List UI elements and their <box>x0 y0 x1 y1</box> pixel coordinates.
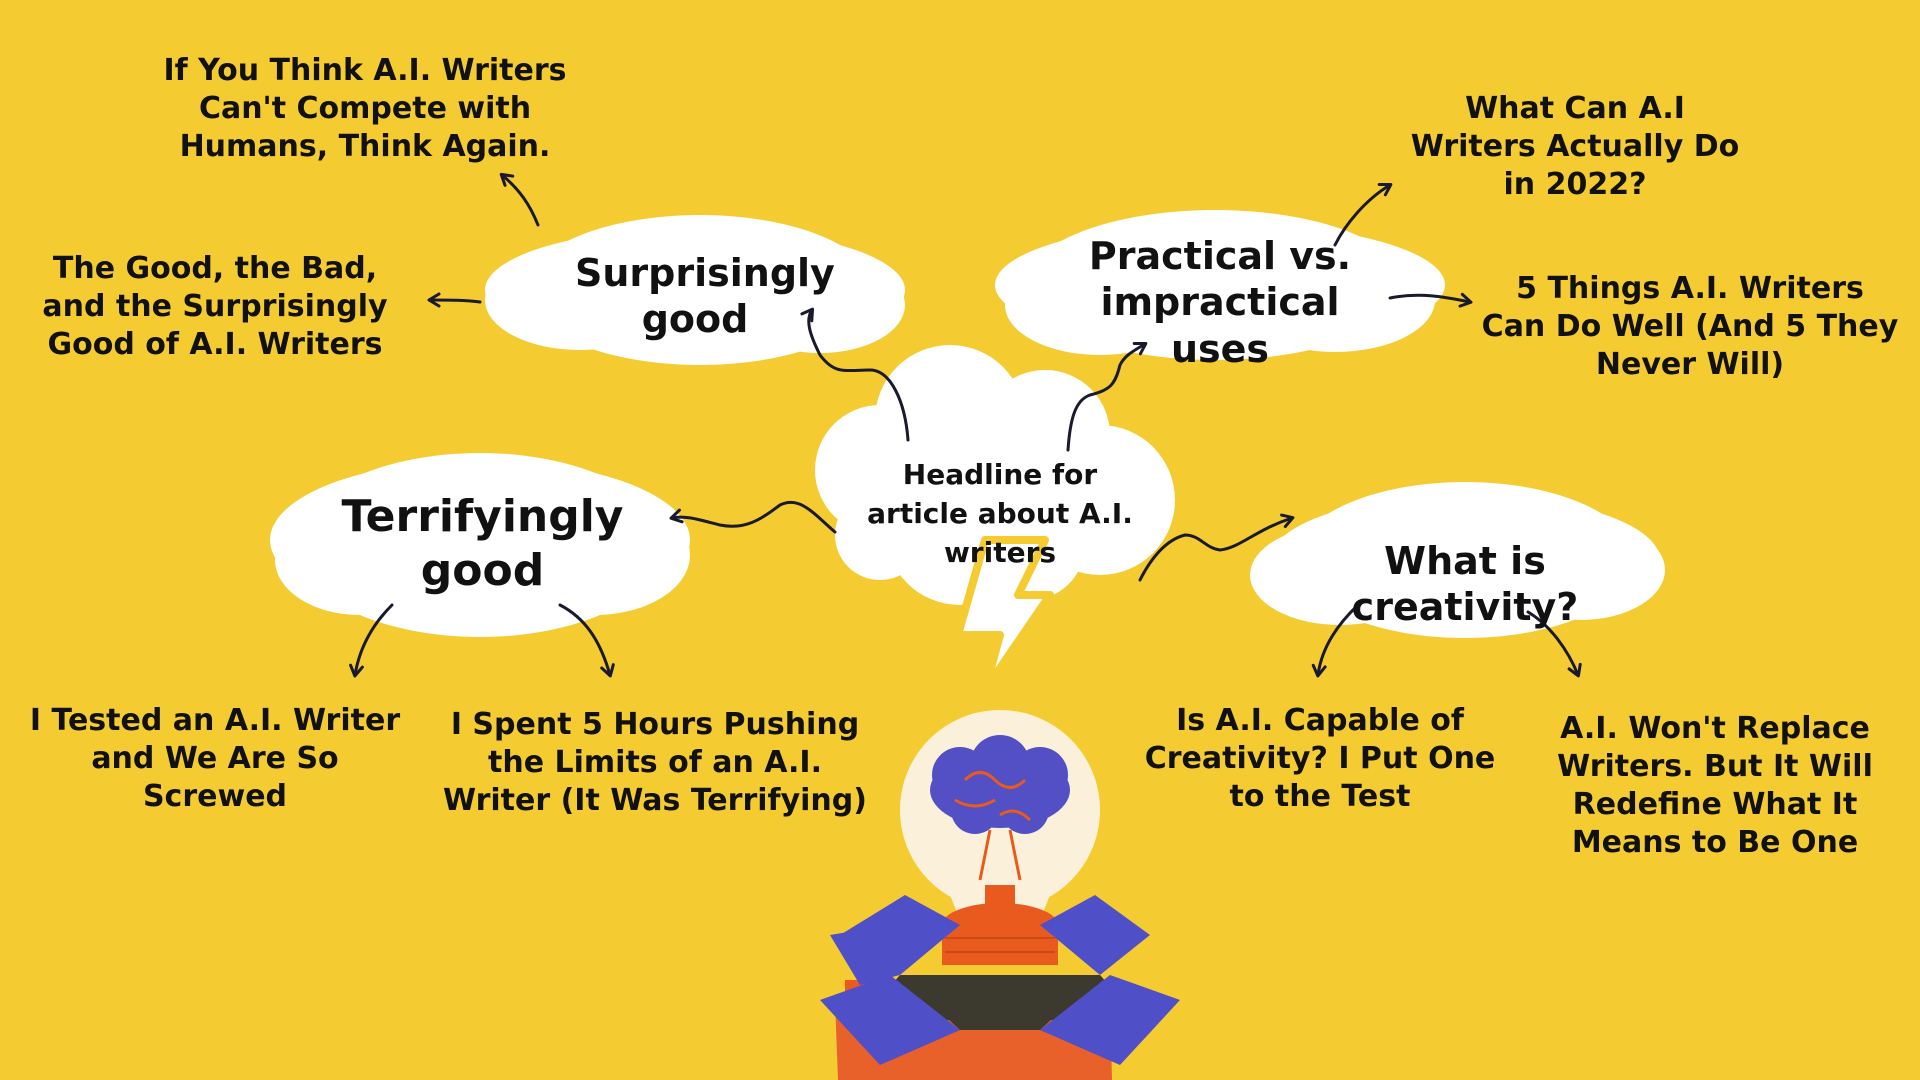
headline-five-things: 5 Things A.I. Writers Can Do Well (And 5… <box>1481 271 1899 383</box>
arrow-terrifyingly-to-spent <box>558 603 615 678</box>
connector-arrows <box>349 172 1582 678</box>
cloud-terrifyingly-good <box>270 453 690 637</box>
arrow-surprisingly-to-think-again <box>499 172 540 227</box>
arrow-practical-to-five-things <box>1388 292 1473 308</box>
arrow-creativity-to-capable <box>1311 603 1360 678</box>
lightbulb-in-box-icon <box>820 710 1180 1080</box>
arrow-practical-to-what-can <box>1333 182 1393 247</box>
arrow-center-to-practical <box>1066 341 1148 452</box>
topic-terrifyingly-good: Terrifyingly good <box>341 491 624 596</box>
arrow-center-to-creativity <box>1138 513 1295 582</box>
cloud-practical <box>995 210 1445 360</box>
cloud-creativity <box>1250 482 1665 638</box>
arrow-center-to-surprisingly <box>800 307 910 442</box>
arrow-center-to-terrifyingly <box>669 500 837 534</box>
lightning-bolt-icon <box>954 536 1054 694</box>
headline-good-bad: The Good, the Bad, and the Surprisingly … <box>42 251 388 363</box>
headline-wont-replace: A.I. Won't Replace Writers. But It Will … <box>1557 711 1873 861</box>
central-headline: Headline for article about A.I. writers <box>867 458 1133 570</box>
headline-spent-5-hours: I Spent 5 Hours Pushing the Limits of an… <box>443 707 867 819</box>
cloud-surprisingly-good <box>485 215 905 365</box>
arrow-terrifyingly-to-tested <box>349 603 394 678</box>
topic-practical-uses: Practical vs. impractical uses <box>1088 234 1352 371</box>
topic-what-is-creativity: What is creativity? <box>1351 539 1579 630</box>
brain-icon <box>930 735 1070 834</box>
headline-tested: I Tested an A.I. Writer and We Are So Sc… <box>29 703 401 815</box>
arrow-creativity-to-wont-replace <box>1526 610 1582 678</box>
topic-surprisingly-good: Surprisingly good <box>575 251 835 342</box>
headline-capable: Is A.I. Capable of Creativity? I Put One… <box>1144 703 1496 815</box>
arrow-surprisingly-to-good-bad <box>427 292 482 308</box>
headline-what-can-do: What Can A.I Writers Actually Do in 2022… <box>1410 91 1740 203</box>
headline-think-again: If You Think A.I. Writers Can't Compete … <box>163 53 567 165</box>
